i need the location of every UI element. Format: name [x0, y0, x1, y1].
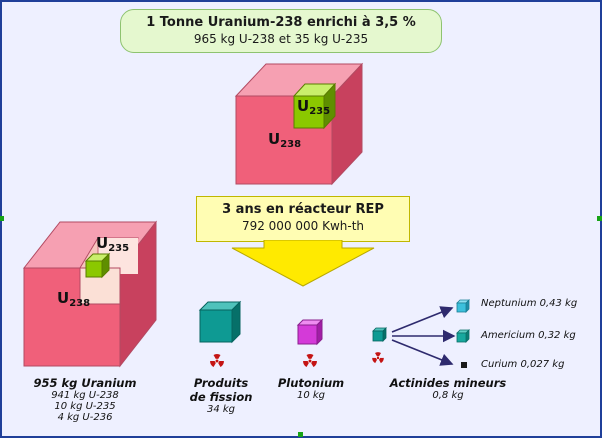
fission-label-group: Produits de fission 34 kg: [176, 376, 266, 415]
radiation-icon-actinides: [369, 349, 387, 367]
uranium-title: 955 kg Uranium: [30, 376, 140, 390]
down-arrow: [228, 240, 378, 288]
fission-title-2: de fission: [176, 390, 266, 404]
plutonium-title: Plutonium: [266, 376, 356, 390]
curium-label: Curium 0,027 kg: [481, 359, 564, 370]
neptunium-cube: [456, 299, 470, 313]
subtitle-text: 965 kg U-238 et 35 kg U-235: [121, 32, 441, 46]
handle-left[interactable]: [0, 216, 4, 221]
top-uranium-cube: [230, 56, 370, 191]
uranium-line-2: 10 kg U-235: [30, 401, 140, 412]
handle-bottom[interactable]: [298, 432, 303, 437]
uranium-line-1: 941 kg U-238: [30, 390, 140, 401]
curium-cube: [460, 361, 469, 370]
top-cube-u235-label: U235: [297, 97, 330, 117]
americium-cube: [456, 329, 470, 343]
spent-cube-u235-label: U235: [96, 234, 129, 254]
actinides-title: Actinides mineurs: [380, 376, 516, 390]
uranium-line-3: 4 kg U-236: [30, 412, 140, 423]
plutonium-label-group: Plutonium 10 kg: [266, 376, 356, 401]
spent-cube-u238-label: U238: [57, 289, 90, 309]
actinides-cube: [372, 327, 388, 343]
fission-mass: 34 kg: [176, 404, 266, 415]
reactor-box: 3 ans en réacteur REP 792 000 000 Kwh-th: [196, 196, 410, 242]
actinides-mass: 0,8 kg: [380, 390, 516, 401]
fission-products-cube: [198, 300, 242, 346]
americium-label: Americium 0,32 kg: [481, 330, 576, 341]
title-box: 1 Tonne Uranium-238 enrichi à 3,5 % 965 …: [120, 9, 442, 53]
radiation-icon-fission: [206, 350, 228, 372]
plutonium-mass: 10 kg: [266, 390, 356, 401]
actinides-label-group: Actinides mineurs 0,8 kg: [380, 376, 516, 401]
plutonium-cube: [296, 318, 324, 346]
uranium-label-group: 955 kg Uranium 941 kg U-238 10 kg U-235 …: [30, 376, 140, 423]
radiation-icon-plutonium: [299, 350, 321, 372]
title-text: 1 Tonne Uranium-238 enrichi à 3,5 %: [121, 15, 441, 30]
neptunium-label: Neptunium 0,43 kg: [481, 298, 577, 309]
handle-right[interactable]: [597, 216, 602, 221]
reactor-title: 3 ans en réacteur REP: [197, 202, 409, 217]
fission-title-1: Produits: [176, 376, 266, 390]
reactor-energy: 792 000 000 Kwh-th: [197, 219, 409, 233]
top-cube-u238-label: U238: [268, 130, 301, 150]
